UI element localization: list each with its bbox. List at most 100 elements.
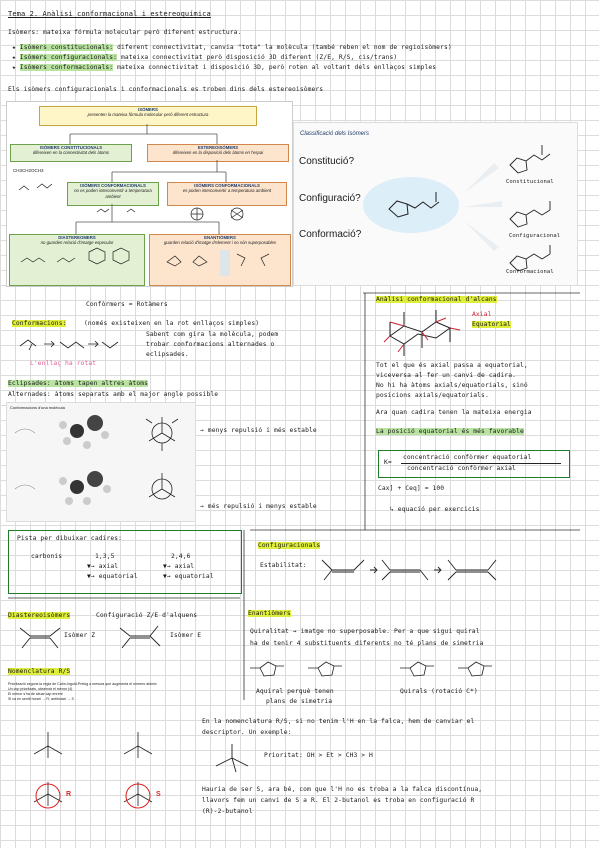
tip-carbons: carbonis — [31, 553, 63, 560]
cyclo-text-5: Ara quan cadira tenen la mateixa energia — [376, 409, 532, 416]
bullet-text: diferent connectivitat, canvia "tota" la… — [117, 44, 452, 51]
conformations-text-1: Sabent com gira la molècula, podem — [146, 331, 279, 338]
cyclo-text-4: posicions axials/equatorials. — [376, 392, 489, 399]
configurational-title: Configuracionals — [258, 542, 321, 549]
stability-label: Estabilitat: — [260, 562, 307, 569]
fraction-bar — [401, 463, 561, 464]
question-constitution: Constitució? — [299, 156, 355, 167]
newman-figure: Conformacions d'una molècula — [6, 402, 196, 522]
butanol-example — [215, 744, 249, 773]
bullet-label: Isòmers constitucionals: — [19, 44, 114, 51]
tip-axial-2: ▼→ axial — [163, 563, 195, 570]
tip-group-2: 2,4,6 — [171, 553, 191, 560]
bullet-text: mateixa connectivitat i disposició 3D, p… — [117, 64, 437, 71]
question-conformation: Conformació? — [299, 229, 362, 240]
chirality-line-2: ha de tenir 4 substituents diferents no … — [250, 640, 484, 647]
rs-examples: R S — [33, 732, 161, 809]
cyclo-title: Anàlisi conformacional d'alcans — [376, 296, 497, 303]
label-constitutional: Constitucional — [506, 179, 554, 185]
constitutional-box: ISÒMERS CONSTITUCIONALS difereixen en la… — [10, 144, 132, 162]
newman-caption: Conformacions d'una molècula — [10, 405, 65, 410]
rs-conclusion-2: llavors fem un canvi de S a R. El 2-buta… — [202, 797, 475, 804]
rs-paragraph-2: descriptor. Un exemple: — [202, 729, 292, 736]
staggered-caption: → menys repulsió i més estable — [200, 427, 317, 434]
question-configuration: Configuració? — [299, 193, 361, 204]
z-isomer-label: Isòmer Z — [64, 632, 96, 639]
constitutional-subtitle: difereixen en la connectivitat dels àtom… — [32, 150, 110, 156]
tip-box: Pista per dibuixar cadires: carbonis 1,3… — [8, 530, 242, 594]
diagram-connectors — [18, 124, 270, 276]
isomer-diagram: ISÒMERS presenten la mateixa fórmula mol… — [6, 101, 293, 287]
alkene-stability — [321, 559, 497, 581]
k-label: K= — [384, 459, 392, 466]
cyclohexane-chair — [383, 310, 461, 356]
k-numerator: concentració confòrmer equatorial — [403, 454, 532, 461]
axial-label: Axial — [472, 311, 492, 318]
bullet-configurational: ★ Isòmers configuracionals: mateixa conn… — [12, 54, 398, 61]
eclipsed-text: Eclipsades: àtoms tapen altres àtoms — [8, 380, 149, 387]
conformers-header: Confòrmers = Rotàmers — [86, 301, 168, 308]
chiral-label: Quirals (rotació C*) — [400, 688, 478, 695]
tip-equatorial-2-text: equatorial — [174, 573, 214, 580]
staggered-text: menys repulsió i més estable — [207, 427, 317, 434]
tip-axial-1: ▼→ axial — [87, 563, 119, 570]
tip-title: Pista per dibuixar cadires: — [17, 535, 123, 542]
achiral-label: Aquiral perquè tenen — [256, 688, 334, 695]
equatorial-label: Equatorial — [472, 321, 511, 328]
constitutional-title: ISÒMERS CONSTITUCIONALS — [39, 145, 103, 150]
tip-equatorial-2: ▼→ equatorial — [163, 573, 214, 580]
conformations-text-3: eclipsades. — [146, 351, 189, 358]
cyclo-text-2: viceversa al fer un canvi de cadira. — [376, 372, 517, 379]
rs-rules: Priorització segons la regla de Cahn-Ing… — [8, 682, 196, 720]
conformational-box: ISÒMERS CONFORMACIONALS es poden interco… — [167, 182, 287, 206]
root-title: ISÒMERS — [138, 107, 158, 112]
cyclo-text-3: No hi ha àtoms axials/equatorials, sinó — [376, 382, 528, 389]
label-configurational: Configuracional — [509, 233, 561, 239]
diastereomer-title: DIASTEREOMERS — [58, 235, 96, 240]
conformations-text-2: trobar conformacions alternades o — [146, 341, 275, 348]
alternated-definition: Alternades: àtoms separats amb el major … — [8, 391, 219, 398]
cyclo-text-6: La posició equatorial és més favorable — [376, 428, 524, 435]
tip-equatorial-1-text: equatorial — [98, 573, 138, 580]
stereo-line: Els isòmers configuracionals i conformac… — [8, 86, 324, 93]
enantiomer-subtitle: guarden relació d'imatge d'element i no … — [164, 240, 276, 246]
bullet-constitutional: ★ Isòmers constitucionals: diferent conn… — [12, 44, 452, 51]
stereoisomer-box: ESTEREOISÒMERS difereixen en la disposic… — [147, 144, 289, 162]
label-conformational: Conformacional — [506, 269, 554, 275]
butane-conformers — [19, 339, 119, 351]
stereoisomer-title: ESTEREOISÒMERS — [197, 145, 239, 150]
root-subtitle: presenten la mateixa fórmula molecular p… — [87, 112, 209, 118]
tip-axial-1-text: axial — [98, 563, 119, 570]
tip-equatorial-1: ▼→ equatorial — [87, 573, 138, 580]
k-denominator: concentració confòrmer axial — [407, 465, 516, 472]
equilibrium-box: K= concentració confòrmer equatorial con… — [378, 450, 570, 478]
configurational-title: ISÒMERS CONFORMACIONALS — [80, 183, 146, 188]
conformational-title: ISÒMERS CONFORMACIONALS — [194, 183, 260, 188]
exercise-note: ↳ equació per exercicis — [390, 506, 480, 513]
rs-title: Nomenclatura R/S — [8, 668, 71, 675]
tip-axial-2-text: axial — [174, 563, 195, 570]
rs-rule-2: Un cop prioritzats, observar el menor (4… — [8, 687, 73, 691]
rotation-note: L'enllaç ha rotat — [30, 360, 97, 367]
conformational-subtitle: es poden interconvertir a temperatura am… — [182, 188, 272, 194]
rs-rule-1: Priorització segons la regla de Cahn-Ing… — [8, 682, 157, 686]
enantiomers-title: Enantiòmers — [248, 610, 291, 617]
rs-rule-4: Si va en sentit horari → R; antihorari →… — [8, 697, 74, 701]
page-title: Tema 2. Anàlisi conformacional i estereo… — [8, 10, 211, 18]
rs-paragraph-1: En la nomenclatura R/S, si no tenim l'H … — [202, 718, 475, 725]
configurational-subtitle: no es poden interconvertir a temperatura… — [74, 188, 152, 199]
newman-molecules — [14, 415, 179, 505]
sum-equation: Cax] + Ceq] = 100 — [378, 485, 445, 492]
eclipsed-caption: → més repulsió i menys estable — [200, 503, 317, 510]
svg-text:R: R — [66, 791, 71, 798]
priority-line: Prioritat: OH > Et > CH3 > H — [264, 752, 373, 759]
stereoisomer-subtitle: difereixen en la disposició dels àtoms e… — [172, 150, 264, 156]
chirality-examples — [250, 661, 492, 677]
bullet-conformational: ★ Isòmers conformacionals: mateixa conne… — [12, 64, 437, 71]
conformations-label: Conformacions: — [12, 320, 67, 327]
rs-conclusion-1: Hauria de ser S, ara bé, com que l'H no … — [202, 786, 483, 793]
bullet-label: Isòmers conformacionals: — [19, 64, 114, 71]
chirality-line-1: Quiralitat → imatge no superposable. Per… — [250, 628, 480, 635]
exercise-text: equació per exercicis — [397, 506, 480, 513]
formula-label: CH3CH2OCH3 — [13, 168, 44, 173]
